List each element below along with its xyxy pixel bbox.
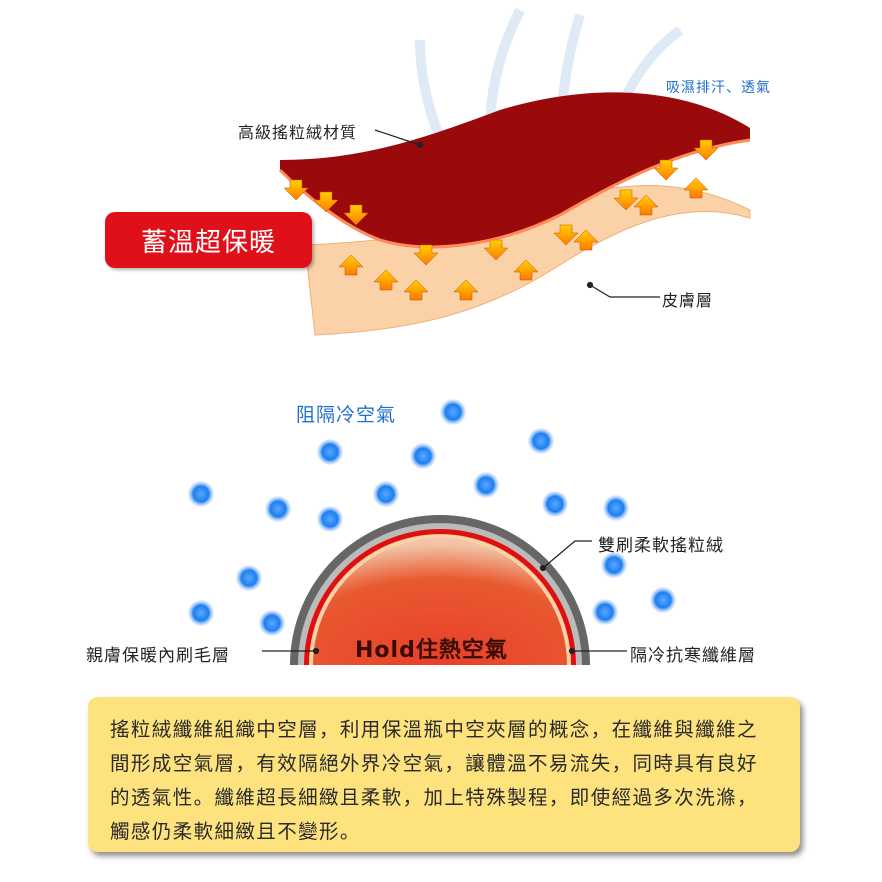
warmth-badge: 蓄溫超保暖: [105, 212, 312, 268]
center-text: Hold住熱空氣: [355, 638, 508, 663]
cold-air-dots: [188, 399, 676, 636]
fabric-layer: [280, 92, 750, 247]
label-insulation: 隔冷抗寒纖維層: [630, 646, 756, 666]
fabric-dome: [290, 515, 590, 665]
label-block-cold: 阻隔冷空氣: [296, 404, 397, 426]
description-box: 搖粒絨纖維組織中空層，利用保溫瓶中空夾層的概念，在纖維與纖維之間形成空氣層，有效…: [88, 697, 800, 852]
label-skin: 皮膚層: [662, 291, 714, 310]
label-breathable: 吸濕排汗、透氣: [666, 80, 771, 96]
label-outer-fleece: 雙刷柔軟搖粒絨: [598, 536, 724, 556]
label-fabric: 高級搖粒絨材質: [238, 123, 358, 142]
label-inner-layer: 親膚保暖內刷毛層: [86, 646, 230, 666]
heat-arrows-icon: [283, 139, 719, 301]
